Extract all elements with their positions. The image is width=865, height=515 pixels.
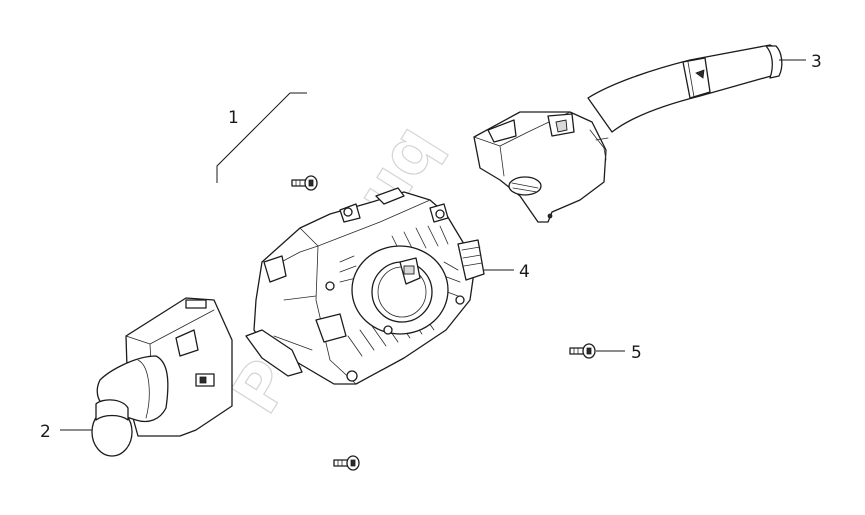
callout-2-label: 2 [40,422,51,442]
screw-lower-shank [333,459,349,467]
light-switch-connector [175,329,199,357]
callout-3-label: 3 [811,52,822,72]
callout-1-label: 1 [228,108,239,128]
part-clock-spring[interactable]: 4 [245,187,530,385]
screw-upper[interactable] [291,175,318,191]
wiper-symbol-icon [695,69,705,79]
screw-upper-shank [291,179,307,187]
screw-lower[interactable] [333,455,360,471]
clock-spring-connector [457,239,485,281]
wiper-mount-boss [508,176,542,196]
callout-1-leader [216,92,307,183]
wiper-connector-a [487,119,517,143]
wiper-stalk-ring [682,57,711,99]
part-screw[interactable]: 5 [569,343,642,363]
wiper-switch-housing [473,111,607,223]
screw-shank [569,347,585,355]
part-light-switch[interactable]: 2 [40,297,233,457]
callout-5-label: 5 [631,343,642,363]
wiper-stalk-tip [765,45,783,79]
callout-4-label: 4 [519,262,530,282]
callout-1[interactable]: 1 [216,92,307,183]
wiper-stalk [587,44,781,133]
part-wiper-switch[interactable]: 3 [473,44,822,223]
